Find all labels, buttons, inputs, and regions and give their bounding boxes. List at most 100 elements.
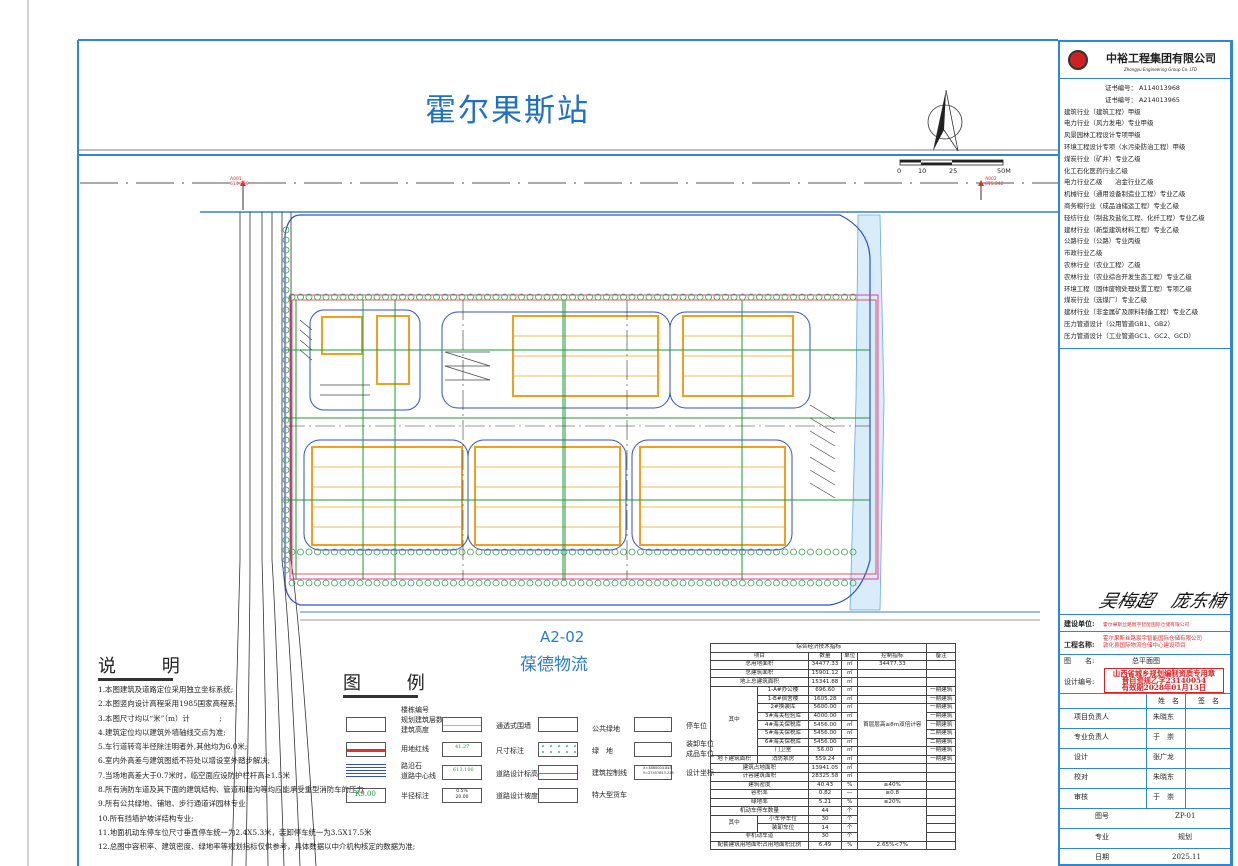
tree-icon xyxy=(501,579,508,587)
tree-icon xyxy=(305,579,313,587)
tree-icon xyxy=(645,293,653,301)
tree-icon xyxy=(297,293,304,301)
tree-icon xyxy=(282,236,290,244)
tree-icon xyxy=(450,579,457,587)
tree-icon xyxy=(282,266,290,274)
tree-icon xyxy=(560,579,568,587)
tree-icon xyxy=(764,579,772,587)
tree-icon xyxy=(433,293,440,301)
tree-icon xyxy=(722,548,729,556)
truck-swatch xyxy=(538,788,578,803)
tree-icon xyxy=(594,293,602,301)
tree-icon xyxy=(282,536,290,544)
tree-icon xyxy=(705,293,712,301)
tree-icon xyxy=(433,579,440,587)
tree-icon xyxy=(484,293,491,301)
tree-icon xyxy=(297,548,304,556)
tree-icon xyxy=(764,293,772,301)
certificate-line: 建材行业（新型建筑材料工程）专业乙级 xyxy=(1064,225,1180,234)
tree-icon xyxy=(569,293,576,301)
tree-icon xyxy=(688,293,695,301)
tree-icon xyxy=(577,548,585,556)
tree-icon xyxy=(790,293,797,301)
scale-label: 0 xyxy=(897,167,902,175)
tree-icon xyxy=(424,293,432,301)
tree-icon xyxy=(730,293,738,301)
note-item: 5.车行道转弯半径除注明者外,其他均为6.0米; xyxy=(98,742,248,752)
tree-icon xyxy=(424,548,432,556)
legend-label: 建筑高度 xyxy=(401,726,429,734)
tree-icon xyxy=(501,293,508,301)
tree-icon xyxy=(824,548,831,556)
tree-icon xyxy=(282,326,290,334)
tree-icon xyxy=(282,356,290,364)
tree-icon xyxy=(730,548,738,556)
tree-icon xyxy=(458,579,466,587)
name-header: 姓 名 xyxy=(1158,697,1179,705)
staff-role: 项目负责人 xyxy=(1074,713,1109,721)
scale-label: 25 xyxy=(949,167,958,175)
tree-icon xyxy=(382,548,389,556)
tree-icon xyxy=(781,293,789,301)
tree-icon xyxy=(790,548,797,556)
certificate-line: 机械行业（通用设备制造业工程）专业乙级 xyxy=(1064,190,1186,199)
tree-icon xyxy=(356,579,364,587)
tree-icon xyxy=(705,548,712,556)
north-arrow-icon xyxy=(927,89,963,152)
tree-icon xyxy=(348,579,355,587)
tree-icon xyxy=(569,548,576,556)
staff-role: 专业负责人 xyxy=(1074,733,1109,741)
tree-icon xyxy=(526,579,534,587)
legend-label: 特大型货车 xyxy=(592,791,627,799)
tree-icon xyxy=(282,486,290,494)
lot-name: 葆德物流 xyxy=(520,655,588,675)
project-label: 工程名称: xyxy=(1064,640,1095,649)
legend-label: 停车位 xyxy=(686,722,707,730)
tree-icon xyxy=(407,548,415,556)
tree-icon xyxy=(282,396,290,404)
table-header: 项目数量单位控制指标备注 xyxy=(710,651,956,662)
tree-icon xyxy=(484,548,491,556)
radius-swatch: R9.00 xyxy=(346,788,386,803)
tree-icon xyxy=(282,426,290,434)
tree-icon xyxy=(620,293,627,301)
tree-icon xyxy=(620,579,627,587)
tree-icon xyxy=(756,579,763,587)
tree-icon xyxy=(365,579,372,587)
legend-section: 图 例 xyxy=(343,669,445,698)
title-block: 中裕工程集团有限公司 Zhongyu Engineering Group Co.… xyxy=(1058,40,1233,866)
road-slope-swatch: 0.5%20.00 xyxy=(442,788,482,803)
tree-icon xyxy=(662,579,670,587)
tree-icon xyxy=(637,548,644,556)
tree-icon xyxy=(458,293,466,301)
tree-icon xyxy=(288,548,296,556)
tree-icon xyxy=(509,548,517,556)
tree-icon xyxy=(543,293,551,301)
tree-icon xyxy=(586,579,593,587)
tree-icon xyxy=(849,579,857,587)
staff-name: 朱晓东 xyxy=(1153,773,1174,781)
certificate-line: 证书编号： A214013965 xyxy=(1105,95,1180,104)
tree-icon xyxy=(773,579,780,587)
legend-label: 楼栋编号 xyxy=(401,706,429,714)
date: 2025.11 xyxy=(1172,853,1201,861)
tree-icon xyxy=(739,579,746,587)
tree-icon xyxy=(577,293,585,301)
tree-icon xyxy=(628,579,636,587)
legend-label: 绿 地 xyxy=(592,747,613,755)
legend-title: 图 例 xyxy=(343,673,445,694)
tree-icon xyxy=(637,293,644,301)
tree-icon xyxy=(781,579,789,587)
tree-icon xyxy=(552,548,559,556)
legend-label: 通透式围墙 xyxy=(496,722,531,730)
tree-icon xyxy=(535,579,542,587)
tree-icon xyxy=(807,293,814,301)
tree-icon xyxy=(577,579,585,587)
tree-icon xyxy=(390,579,398,587)
tree-icon xyxy=(282,516,290,524)
legend: 楼栋编号 规划建筑层数 建筑高度 用地红线 路沿石 道路中心线 R9.00 半径… xyxy=(346,700,714,815)
tree-icon xyxy=(815,579,823,587)
